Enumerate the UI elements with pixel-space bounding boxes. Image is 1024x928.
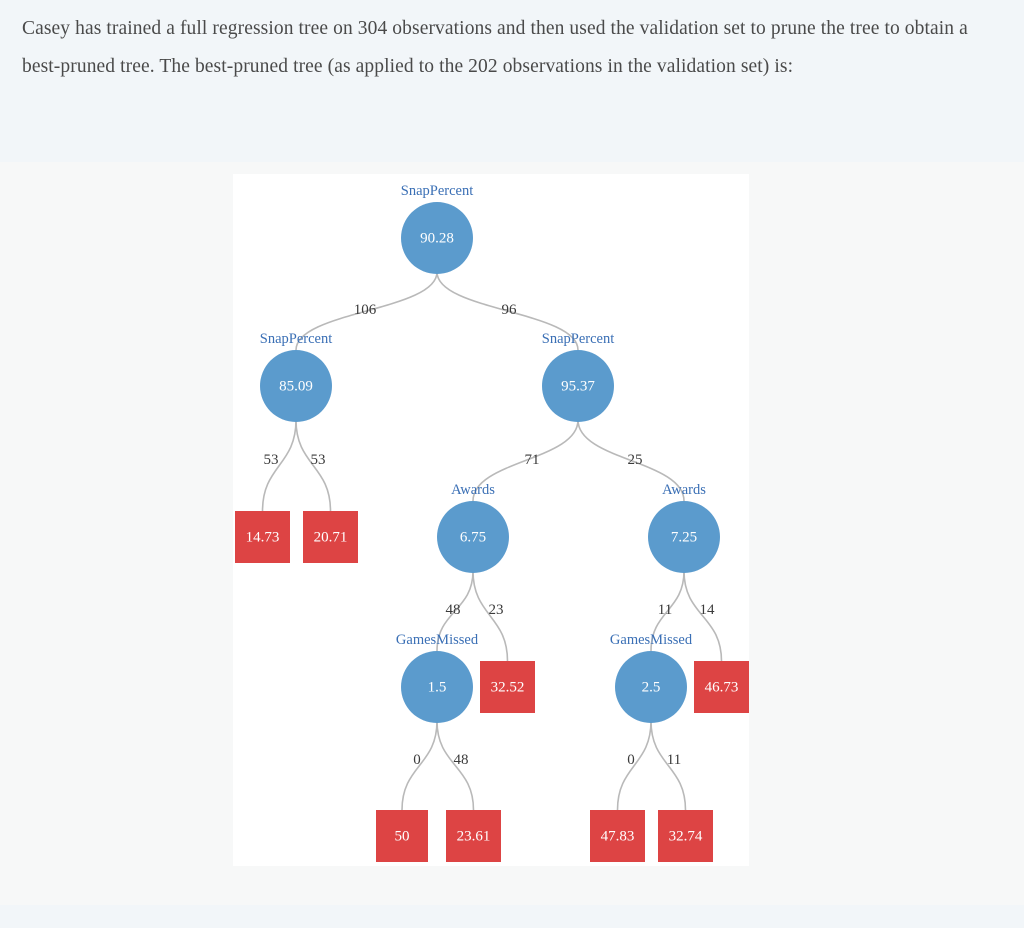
decision-node-circle	[401, 202, 473, 274]
tree-edge	[261, 419, 297, 512]
edge-count-label: 23	[489, 602, 504, 618]
split-variable-label: Awards	[451, 482, 495, 498]
split-variable-label: SnapPercent	[542, 331, 614, 347]
edge-count-label: 53	[311, 452, 326, 468]
tree-labels-layer: 106 96 53 53 71 25 48 23 11 14 0 48 0 11 SnapPercent 90…	[246, 183, 739, 844]
bottom-background-band	[0, 905, 1024, 928]
decision-node-circle	[542, 350, 614, 422]
tree-edge	[401, 720, 438, 811]
tree-edge	[472, 570, 509, 662]
edge-count-label: 14	[700, 602, 716, 618]
decision-node-value: 95.37	[561, 378, 595, 394]
tree-edge	[683, 570, 723, 662]
tree-edge	[577, 419, 685, 502]
edge-count-label: 0	[413, 752, 421, 768]
split-variable-label: SnapPercent	[401, 183, 473, 199]
leaf-node-box	[658, 810, 713, 862]
leaf-node-box	[694, 661, 749, 713]
split-variable-label: GamesMissed	[396, 632, 479, 648]
tree-edge	[472, 419, 579, 502]
decision-node-value: 85.09	[279, 378, 313, 394]
tree-edge	[436, 271, 579, 351]
edge-count-label: 71	[525, 452, 540, 468]
decision-node-circle	[401, 651, 473, 723]
split-variable-label: GamesMissed	[610, 632, 693, 648]
tree-edge	[650, 720, 687, 811]
regression-tree-diagram: 106 96 53 53 71 25 48 23 11 14 0 48 0 11 SnapPercent 90…	[235, 183, 749, 862]
leaf-node-box	[480, 661, 535, 713]
tree-edge	[436, 570, 474, 652]
leaf-node-value: 32.52	[491, 679, 525, 695]
edge-count-label: 106	[354, 302, 377, 318]
edge-count-label: 96	[502, 302, 518, 318]
tree-edge	[295, 419, 332, 512]
leaf-node-value: 47.83	[601, 828, 635, 844]
leaf-node-box	[376, 810, 428, 862]
leaf-node-value: 46.73	[705, 679, 739, 695]
decision-node-value: 90.28	[420, 230, 454, 246]
tree-edges-layer	[261, 271, 723, 811]
question-prompt-text: Casey has trained a full regression tree…	[22, 18, 968, 77]
split-variable-label: SnapPercent	[260, 331, 332, 347]
tree-edge	[295, 271, 438, 351]
split-variable-label: Awards	[662, 482, 706, 498]
decision-node-circle	[437, 501, 509, 573]
decision-node-circle	[260, 350, 332, 422]
decision-node-circle	[615, 651, 687, 723]
decision-node-value: 6.75	[460, 529, 486, 545]
edge-count-label: 48	[454, 752, 469, 768]
leaf-node-value: 32.74	[669, 828, 703, 844]
decision-node-value: 1.5	[428, 679, 447, 695]
regression-tree-panel: 106 96 53 53 71 25 48 23 11 14 0 48 0 11 SnapPercent 90…	[233, 174, 749, 866]
leaf-node-value: 20.71	[314, 529, 348, 545]
decision-node-value: 2.5	[642, 679, 661, 695]
decision-node-circle	[648, 501, 720, 573]
leaf-node-value: 14.73	[246, 529, 280, 545]
edge-count-label: 11	[667, 752, 681, 768]
tree-edge	[616, 720, 652, 811]
leaf-node-box	[303, 511, 358, 563]
leaf-node-value: 50	[395, 828, 410, 844]
edge-count-label: 11	[658, 602, 672, 618]
edge-count-label: 0	[627, 752, 635, 768]
leaf-node-box	[590, 810, 645, 862]
tree-edge	[650, 570, 685, 652]
edge-count-label: 48	[446, 602, 461, 618]
top-background-band	[0, 0, 1024, 162]
leaf-node-box	[446, 810, 501, 862]
edge-count-label: 53	[264, 452, 279, 468]
leaf-node-box	[235, 511, 290, 563]
edge-count-label: 25	[628, 452, 643, 468]
tree-edge	[436, 720, 475, 811]
decision-node-value: 7.25	[671, 529, 697, 545]
tree-nodes-layer	[235, 202, 749, 862]
leaf-node-value: 23.61	[457, 828, 491, 844]
